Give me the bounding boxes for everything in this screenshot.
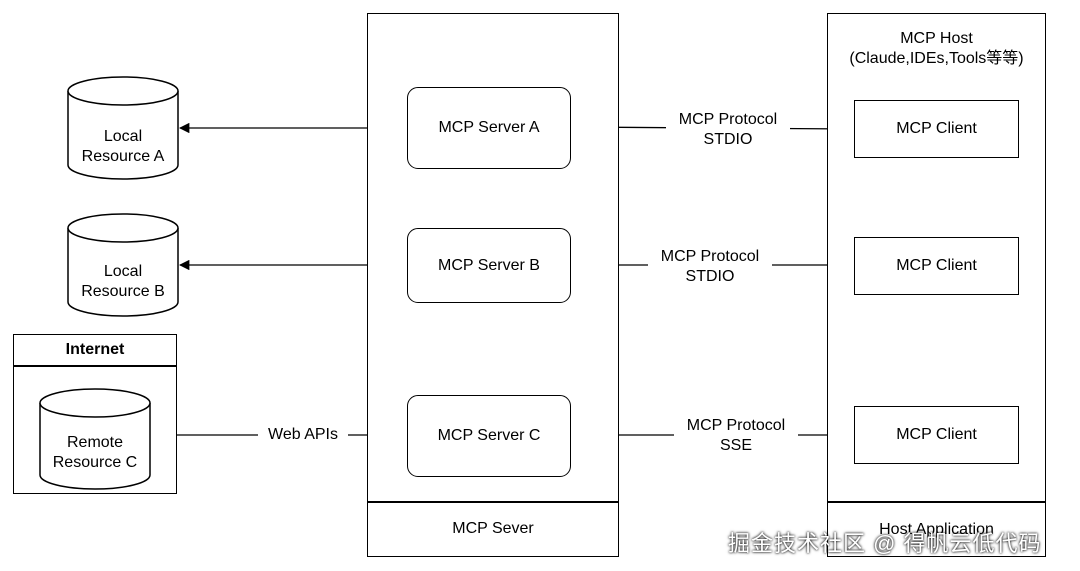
protocol-label-c: MCP Protocol SSE	[674, 416, 798, 456]
mcp-host-title: MCP Host	[900, 30, 973, 47]
database-cylinder-b	[67, 213, 179, 317]
database-cylinder-a	[67, 76, 179, 180]
protocol-c-line1: MCP Protocol	[686, 417, 786, 434]
protocol-a-line2: STDIO	[703, 131, 753, 148]
internet-group-divider	[13, 365, 177, 367]
host-application-label: Host Application	[879, 521, 994, 538]
internet-group-title: Internet	[65, 341, 125, 358]
mcp-server-container-divider	[367, 501, 619, 503]
protocol-label-b: MCP Protocol STDIO	[648, 247, 772, 287]
resource-c-line2: Resource C	[52, 454, 138, 471]
protocol-b-line2: STDIO	[685, 268, 735, 285]
mcp-client-c[interactable]: MCP Client	[854, 406, 1019, 464]
mcp-server-c[interactable]: MCP Server C	[407, 395, 571, 477]
protocol-c-line2: SSE	[719, 437, 752, 454]
watermark: 掘金技术社区 @ 得帆云低代码	[728, 531, 1042, 556]
resource-b-label: Local Resource B	[68, 262, 178, 302]
mcp-client-a[interactable]: MCP Client	[854, 100, 1019, 158]
resource-a-line2: Resource A	[81, 148, 165, 165]
resource-b-line1: Local	[103, 263, 143, 280]
protocol-label-a: MCP Protocol STDIO	[666, 110, 790, 150]
protocol-b-line1: MCP Protocol	[660, 248, 760, 265]
resource-c-line1: Remote	[66, 434, 124, 451]
mcp-server-a[interactable]: MCP Server A	[407, 87, 571, 169]
resource-a-line1: Local	[103, 128, 143, 145]
mcp-server-b[interactable]: MCP Server B	[407, 228, 571, 303]
resource-a-label: Local Resource A	[68, 127, 178, 167]
resource-b-line2: Resource B	[81, 283, 165, 300]
mcp-host-subtitle: (Claude,IDEs,Tools等等)	[849, 50, 1024, 67]
mcp-client-b[interactable]: MCP Client	[854, 237, 1019, 295]
mcp-server-container-title: MCP Sever	[452, 520, 534, 537]
mcp-host-container-divider	[827, 501, 1046, 503]
protocol-a-line1: MCP Protocol	[678, 111, 778, 128]
resource-c-label: Remote Resource C	[40, 433, 150, 473]
web-apis-label: Web APIs	[258, 425, 348, 445]
database-cylinder-c	[39, 388, 151, 490]
